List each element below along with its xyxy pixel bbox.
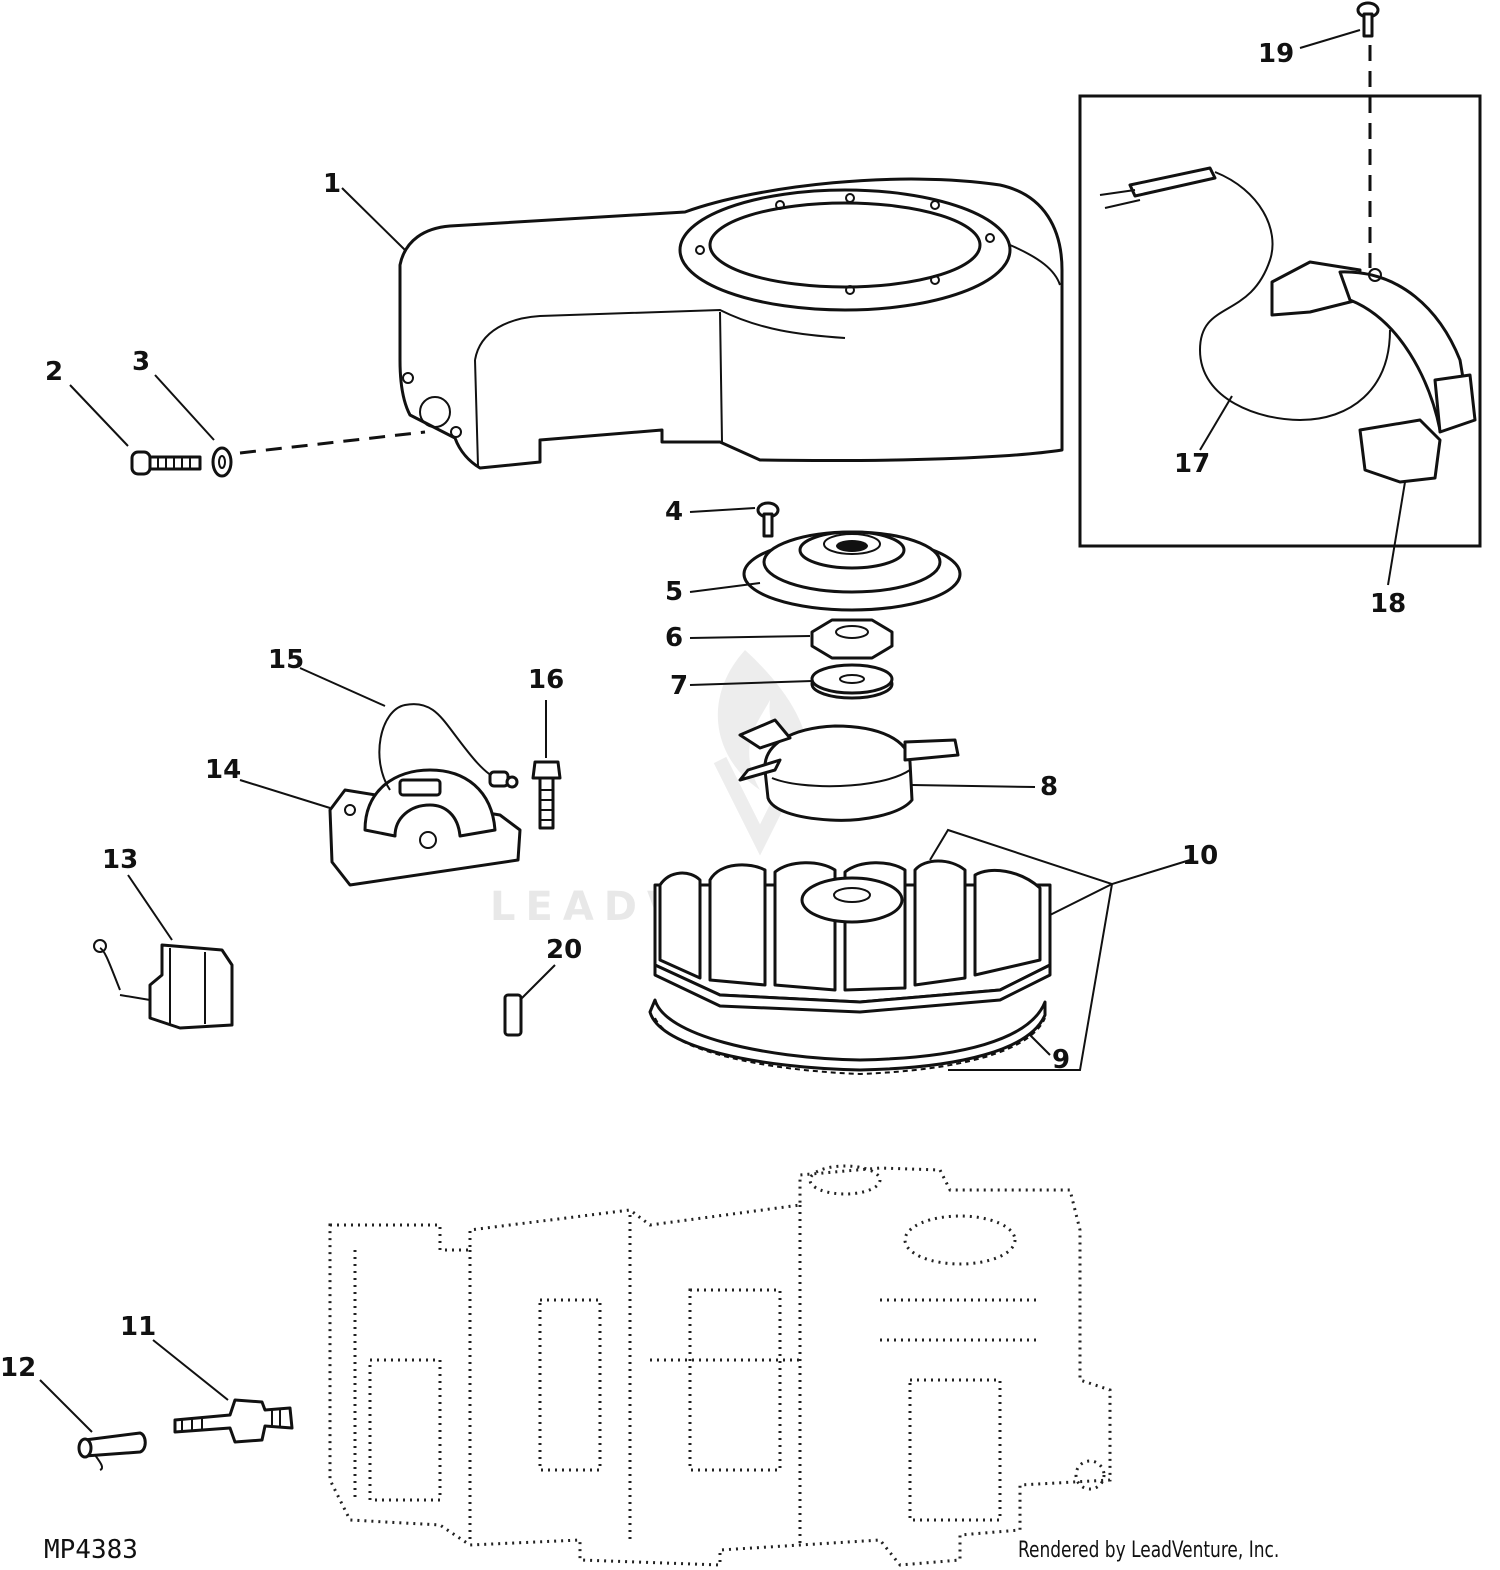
part-ring-gear — [648, 998, 1047, 1076]
callout-15: 15 — [268, 645, 304, 675]
part-ignition-module — [328, 768, 522, 887]
callout-18: 18 — [1370, 589, 1406, 619]
callout-labels: 1 2 3 4 5 6 7 8 9 10 11 12 13 14 15 16 1… — [0, 39, 1406, 1383]
part-flywheel — [653, 859, 1052, 1014]
callout-4: 4 — [665, 497, 683, 527]
callout-6: 6 — [665, 623, 683, 653]
callout-12: 12 — [0, 1353, 36, 1383]
part-starter-cable — [1099, 166, 1391, 422]
part-wire-lead — [378, 703, 519, 791]
callout-13: 13 — [102, 845, 138, 875]
part-shield — [738, 718, 960, 822]
callout-8: 8 — [1040, 772, 1058, 802]
credit-line: Rendered by LeadVenture, Inc. — [1018, 1538, 1280, 1563]
part-key — [503, 993, 523, 1037]
part-sensor — [93, 939, 234, 1030]
callout-10: 10 — [1182, 841, 1218, 871]
part-starter-cup — [742, 530, 962, 612]
part-bolt-16 — [531, 760, 562, 830]
part-washer — [810, 663, 894, 700]
assembly-line-housing-screw — [239, 430, 426, 455]
callout-7: 7 — [670, 671, 688, 701]
part-spark-plug — [173, 1398, 294, 1444]
callout-3: 3 — [132, 347, 150, 377]
callout-5: 5 — [665, 577, 683, 607]
callout-14: 14 — [205, 755, 241, 785]
part-screw-4 — [756, 501, 780, 538]
callout-9: 9 — [1052, 1045, 1070, 1075]
part-blower-housing — [398, 177, 1064, 470]
part-starter-brackets — [1270, 260, 1477, 484]
callout-16: 16 — [528, 665, 564, 695]
engine-block-ghost — [328, 1164, 1112, 1567]
reference-code: MP4383 — [44, 1535, 138, 1565]
part-screw-19 — [1356, 1, 1380, 38]
part-nut — [810, 618, 894, 660]
callout-2: 2 — [45, 357, 63, 387]
part-spark-plug-boot — [77, 1431, 147, 1471]
leader-lines — [39, 29, 1406, 1433]
inset-box — [1078, 94, 1482, 548]
part-screw-washer — [130, 446, 233, 478]
callout-17: 17 — [1174, 449, 1210, 479]
callout-20: 20 — [546, 935, 582, 965]
callout-1: 1 — [323, 169, 341, 199]
callout-19: 19 — [1258, 39, 1294, 69]
callout-11: 11 — [120, 1312, 156, 1342]
